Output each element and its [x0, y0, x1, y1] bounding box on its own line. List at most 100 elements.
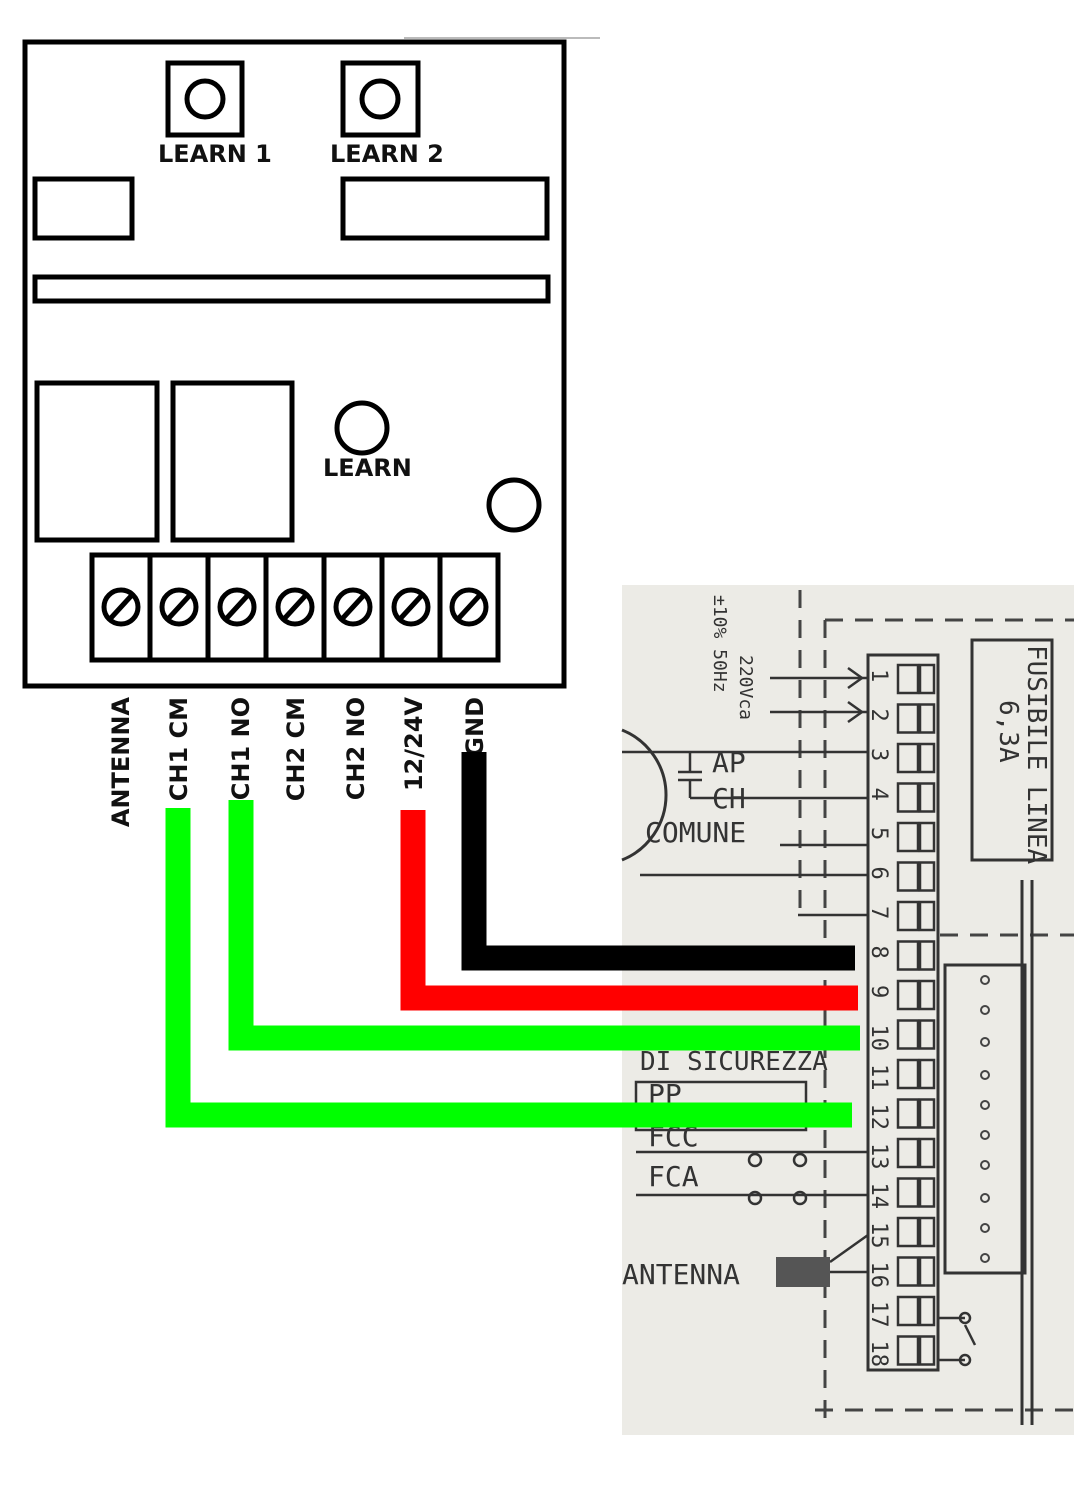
terminal-number: 4: [866, 788, 891, 801]
terminal-number: 11: [866, 1064, 891, 1091]
terminal-slot: [918, 1295, 936, 1327]
learn1-button-housing: [165, 60, 245, 138]
terminal-screw[interactable]: [333, 587, 373, 627]
terminal-label: CH2 NO: [342, 697, 370, 800]
component-block: [340, 176, 550, 241]
fuse-label: FUSIBILE LINEA: [1021, 645, 1051, 864]
learn-label: LEARN: [323, 454, 412, 482]
terminal-slot: [896, 1335, 920, 1366]
terminal-screw[interactable]: [217, 587, 257, 627]
terminal-slot: [918, 1256, 936, 1287]
terminal-slot: [896, 663, 920, 695]
board-outline: [22, 39, 567, 689]
terminal-slot: [918, 1019, 936, 1050]
terminal-slot: [896, 900, 920, 932]
fuse-rating: 6,3A: [993, 700, 1023, 763]
supply-lines: [770, 666, 868, 724]
terminal-number: 10: [866, 1025, 891, 1052]
terminal-screw[interactable]: [159, 587, 199, 627]
led-indicator: [486, 477, 542, 533]
terminal-slot: [918, 1335, 936, 1366]
terminal-slot: [918, 703, 936, 734]
relay-1: [34, 380, 160, 543]
terminal-slot: [918, 979, 936, 1011]
terminal-number: 6: [866, 867, 891, 880]
terminal-number: 7: [866, 906, 891, 919]
terminal-slot: [918, 861, 936, 892]
terminal-slot: [918, 782, 936, 813]
terminal-slot: [918, 663, 936, 695]
screw-slot: [282, 593, 308, 621]
terminal-slot: [918, 940, 936, 971]
terminal-screw[interactable]: [391, 587, 431, 627]
terminal-slot: [918, 1216, 936, 1248]
terminal-screw[interactable]: [275, 587, 315, 627]
terminal-number: 1: [866, 669, 891, 682]
antenna-coil: [776, 1257, 830, 1287]
terminal-label: 12/24V: [400, 697, 428, 792]
terminal-number: 17: [866, 1301, 891, 1328]
terminal-slot: [918, 1177, 936, 1208]
terminal-slot: [896, 1256, 920, 1287]
terminal-number: 2: [866, 709, 891, 722]
terminal-slot: [896, 1098, 920, 1129]
terminal-number: 5: [866, 827, 891, 840]
terminal-slot: [896, 1216, 920, 1248]
terminal-slot: [896, 1295, 920, 1327]
terminal-number: 13: [866, 1143, 891, 1170]
terminal-slot: [918, 1098, 936, 1129]
terminal-block: [89, 552, 501, 663]
terminal-slot: [896, 1058, 920, 1090]
terminal-slot: [896, 861, 920, 892]
terminal-slot: [896, 1019, 920, 1050]
screw-slot: [398, 593, 424, 621]
capacitor-symbol: [622, 750, 868, 917]
terminal-label: CH1 NO: [227, 697, 255, 800]
component-strip: [32, 274, 551, 304]
screw-slot: [340, 593, 366, 621]
terminal-number: 9: [866, 985, 891, 998]
learn2-label: LEARN 2: [330, 140, 444, 168]
relay-2: [170, 380, 295, 543]
terminal-screws: [101, 555, 489, 660]
terminal-label: ANTENNA: [107, 697, 135, 828]
terminal-screw[interactable]: [449, 587, 489, 627]
terminal-slot: [896, 1137, 920, 1169]
terminal-strip: [866, 653, 940, 1372]
screw-slot: [224, 593, 250, 621]
terminal-slot: [918, 900, 936, 932]
learn2-button[interactable]: [359, 78, 401, 120]
supply-voltage: 220Vca: [735, 655, 756, 720]
terminal-slot: [896, 703, 920, 734]
terminal-label: GND: [461, 697, 489, 757]
terminal-slot: [896, 979, 920, 1011]
learn-button[interactable]: [334, 400, 390, 456]
learn1-button[interactable]: [184, 78, 226, 120]
terminal-number: 14: [866, 1183, 891, 1210]
label-antenna: ANTENNA: [622, 1258, 740, 1291]
terminal-label: CH2 CM: [282, 697, 310, 801]
terminal-slot: [896, 821, 920, 853]
terminal-slot: [896, 940, 920, 971]
learn2-button-housing: [340, 60, 421, 138]
capacitor-ch: CH: [712, 782, 746, 815]
terminal-number: 12: [866, 1104, 891, 1131]
terminal-screw[interactable]: [101, 587, 141, 627]
terminal-number: 16: [866, 1262, 891, 1289]
connector-pins: [980, 975, 990, 1263]
switch-contacts: [634, 1080, 977, 1367]
terminal-slot: [896, 782, 920, 813]
terminal-number: 18: [866, 1341, 891, 1368]
component-block: [32, 176, 135, 241]
terminal-slot: [918, 1058, 936, 1090]
wire-12-24v-to-9: [400, 810, 858, 1011]
wires: [165, 752, 860, 1128]
terminal-slot: [896, 1177, 920, 1208]
label-fca: FCA: [648, 1160, 699, 1193]
terminal-slots: [896, 663, 936, 1366]
